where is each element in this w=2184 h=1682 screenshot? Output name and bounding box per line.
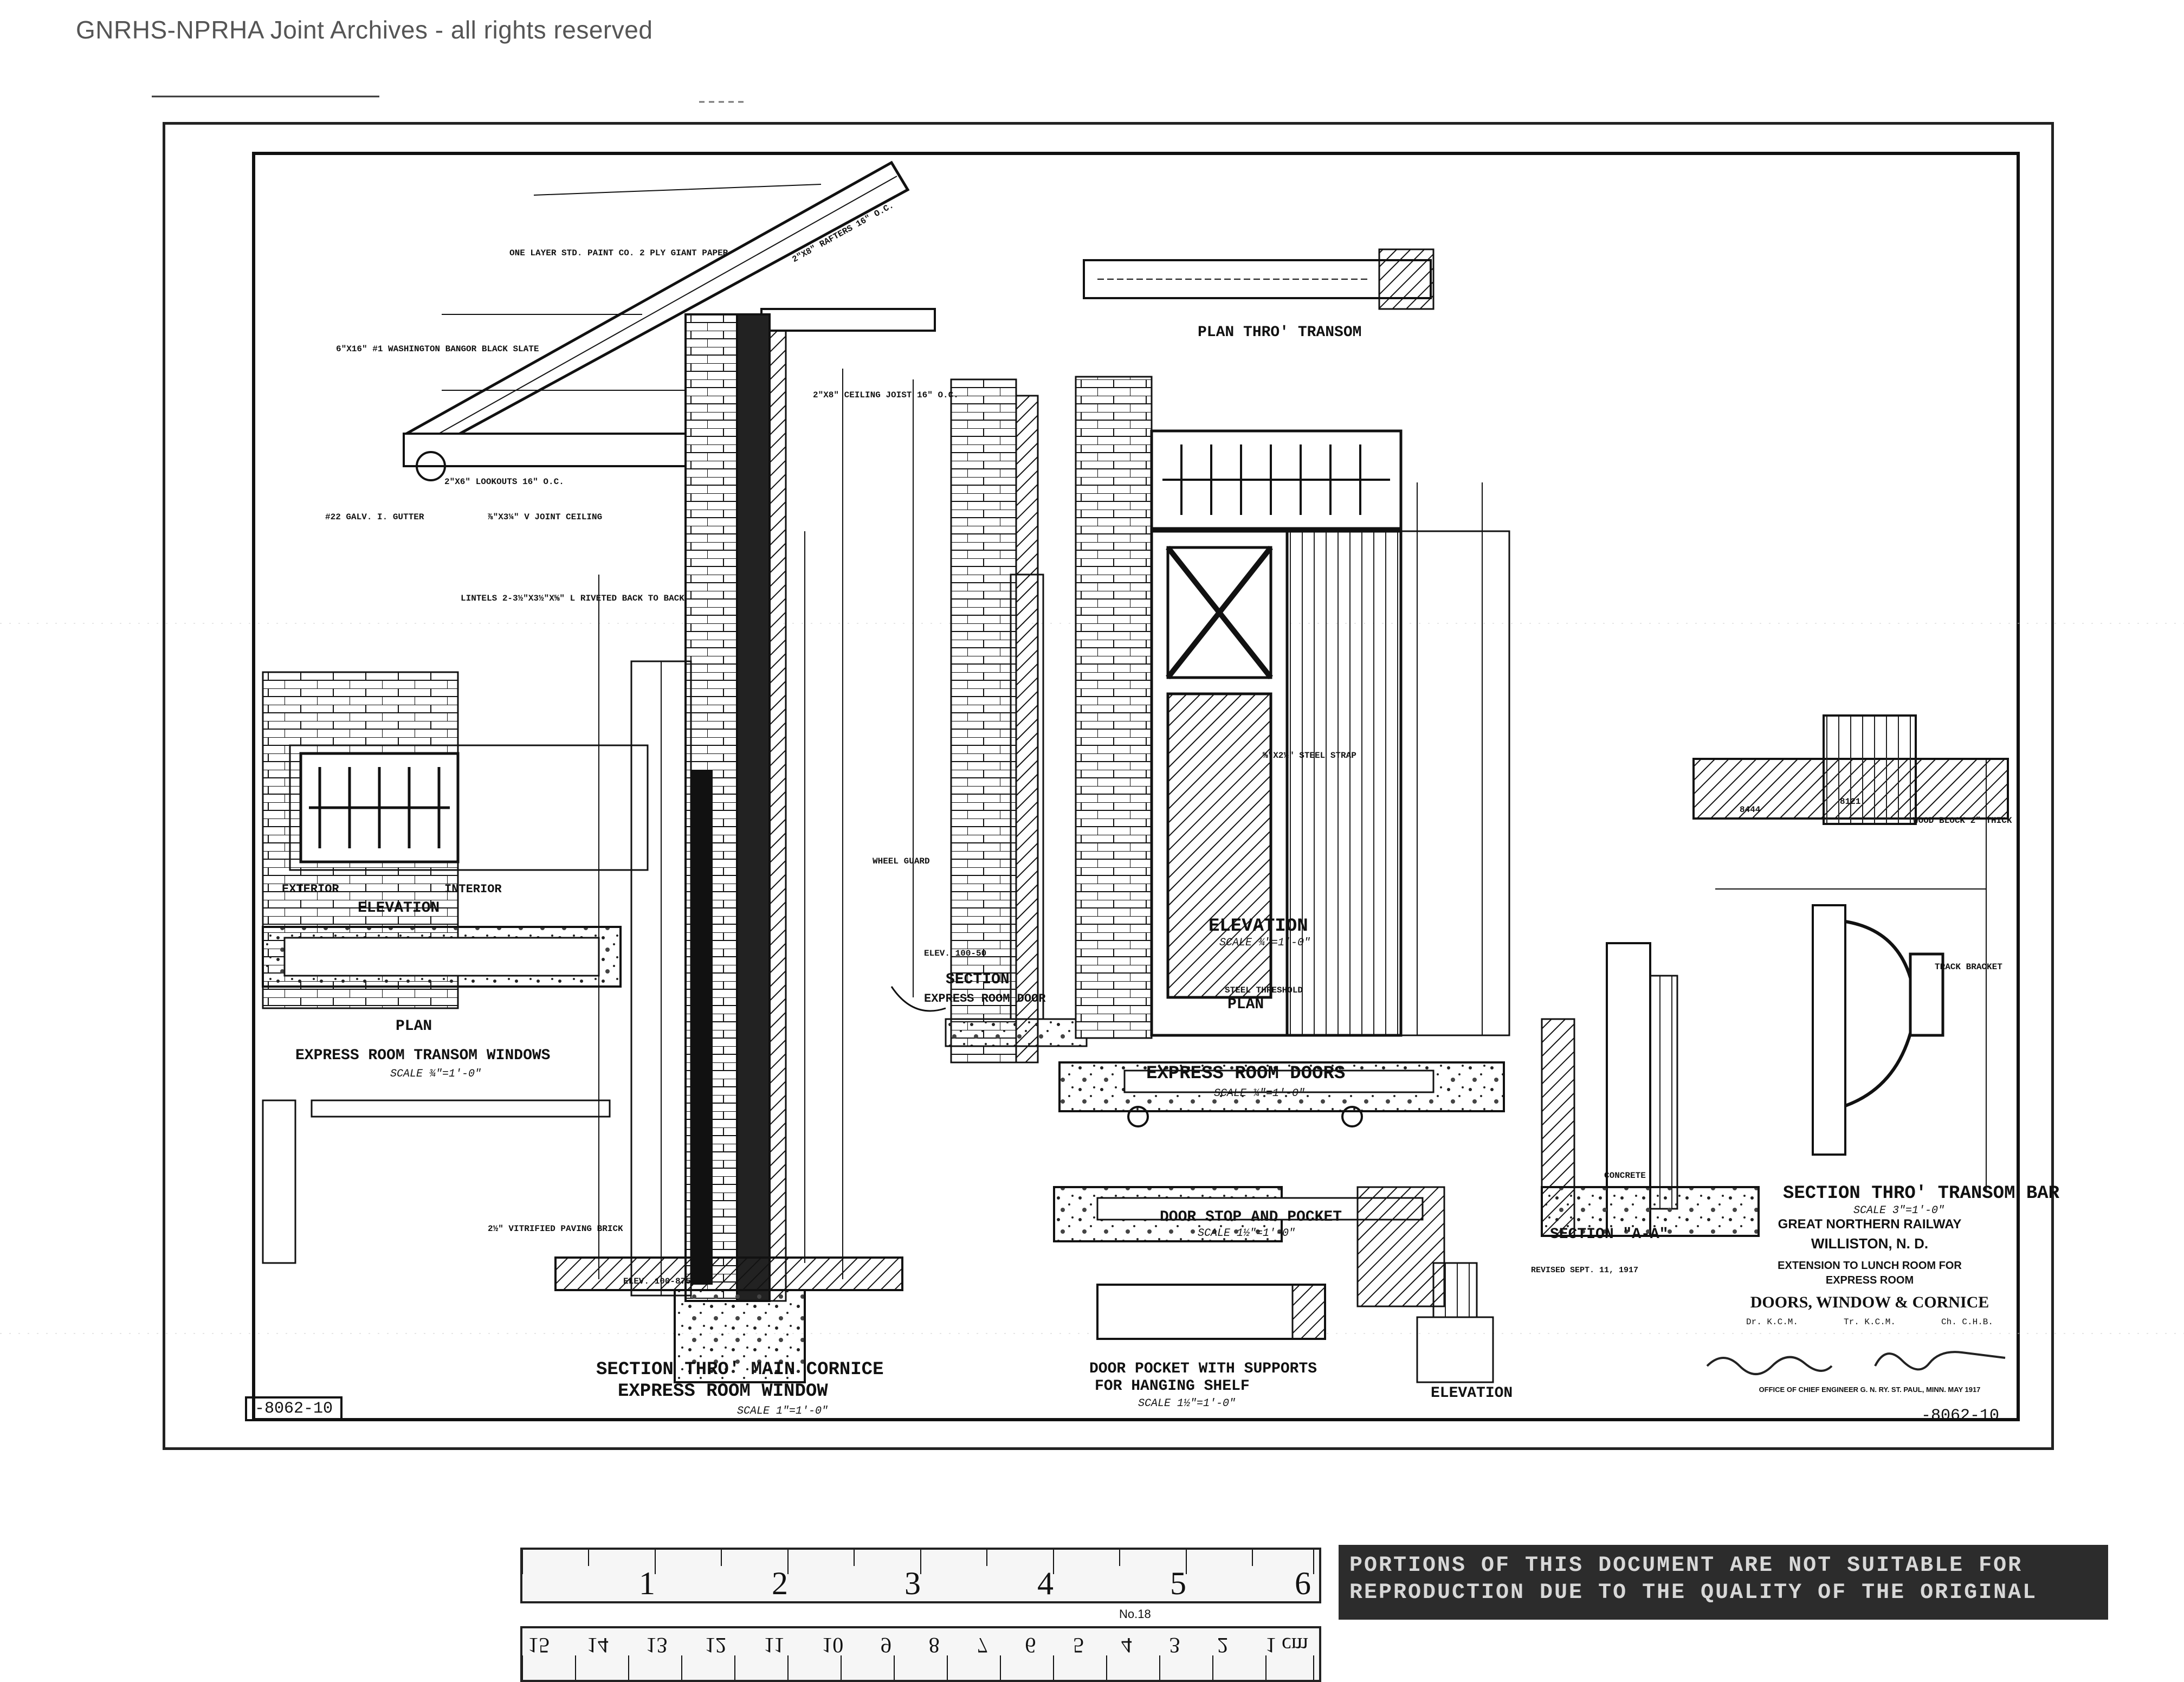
title-section-main-cornice: SECTION THRO' MAIN CORNICE [596,1359,884,1380]
title-express-room-transom-windows: EXPRESS ROOM TRANSOM WINDOWS [295,1047,551,1064]
title-section-a-a: SECTION "A-A" [1550,1226,1669,1243]
title-block-railway: GREAT NORTHERN RAILWAY [1778,1217,1962,1232]
archive-watermark: GNRHS-NPRHA Joint Archives - all rights … [76,16,653,44]
note-wood-block: WOOD BLOCK 2" THICK [1913,816,2012,826]
inch-3: 3 [904,1565,921,1601]
inch-4: 4 [1037,1565,1054,1601]
scale-section-transom-bar: SCALE 3"=1'-0" [1853,1204,1945,1217]
title-section-express-door-sub: EXPRESS ROOM DOOR [924,992,1046,1006]
scale-transom-windows: SCALE ¾"=1'-0" [390,1068,482,1080]
title-door-stop-pocket: DOOR STOP AND POCKET [1160,1209,1342,1226]
inch-6: 6 [1295,1565,1311,1601]
title-section-transom-bar: SECTION THRO' TRANSOM BAR [1783,1183,2060,1204]
ruler-maker-number: No.18 [1119,1607,1151,1621]
cm-mark-14: 14 [586,1633,609,1658]
cm-mark-10: 10 [822,1633,844,1658]
cm-mark-6: 6 [1025,1633,1036,1658]
cm-mark-12: 12 [705,1633,727,1658]
drawing-frame [252,152,2020,1421]
cm-mark-4: 4 [1121,1633,1132,1658]
title-block-drawn: Dr. K.C.M. [1746,1317,1798,1327]
drawing-number-right: -8062-10 [1921,1407,2000,1425]
title-door-pocket-shelf: DOOR POCKET WITH SUPPORTS [1089,1361,1317,1377]
ruler-centimeters: 1 cm 2 3 4 5 6 7 8 9 10 11 12 13 14 15 [520,1626,1321,1682]
title-block-project-1: EXTENSION TO LUNCH ROOM FOR [1778,1260,1962,1272]
title-door-pocket-shelf-2: FOR HANGING SHELF [1095,1378,1250,1395]
cm-mark-8: 8 [928,1633,940,1658]
title-plan-windows: PLAN [396,1018,432,1035]
main-cornice-section [403,160,936,1383]
title-plan-thro-transom: PLAN THRO' TRANSOM [1198,324,1362,341]
signature-marks [1706,1351,2006,1375]
door-stop-and-pocket [1053,1186,1494,1383]
note-ceiling-joist: 2"x8" CEILING JOIST 16" O.C. [813,390,959,400]
title-express-room-window: EXPRESS ROOM WINDOW [618,1381,828,1402]
note-v-joint: ⅞"x3¼" V JOINT CEILING [488,512,603,522]
title-block-checked: Ch. C.H.B. [1941,1317,1993,1327]
title-elevation-small: ELEVATION [1431,1385,1513,1402]
title-elevation-door: ELEVATION [1209,916,1308,937]
note-lookouts: 2"x6" LOOKOUTS 16" O.C. [444,477,564,487]
note-steel-strap: ⅝"x2½" STEEL STRAP [1263,751,1356,761]
title-block-sheet-title: DOORS, WINDOW & CORNICE [1750,1293,1989,1311]
note-bar-8121: 8121 [1840,797,1861,807]
title-block-location: WILLISTON, N. D. [1811,1235,1929,1252]
cm-mark-7: 7 [977,1633,988,1658]
note-steel-threshold: STEEL THRESHOLD [1225,985,1303,995]
scale-express-room-doors: SCALE ¾"=1'-0" [1214,1087,1306,1100]
note-roof-slate: 6"x16" #1 WASHINGTON BANGOR BLACK SLATE [336,344,539,354]
cm-mark-2: 2 [1217,1633,1229,1658]
cm-mark-3: 3 [1169,1633,1180,1658]
sheet-border [163,122,2054,1450]
drawing-number-left: -8062-10 [245,1396,343,1421]
cm-mark-9: 9 [881,1633,892,1658]
note-elev-2: ELEV. 100-875 [623,1277,691,1286]
note-vitrified-brick: 2½" VITRIFIED PAVING BRICK [488,1224,623,1234]
note-elev-1: ELEV. 100-50 [924,949,987,958]
title-plan-door: PLAN [1227,996,1264,1013]
inch-5: 5 [1170,1565,1186,1601]
title-section-express-door: SECTION [946,971,1010,988]
inch-1: 1 [639,1565,655,1601]
note-wheel-guard: WHEEL GUARD [873,856,930,866]
cm-mark-15: 15 [528,1633,550,1658]
cm-mark-13: 13 [645,1633,668,1658]
title-block-traced: Tr. K.C.M. [1843,1317,1896,1327]
transom-windows [262,671,649,1264]
cm-mark-11: 11 [764,1633,785,1658]
inch-2: 2 [772,1565,788,1601]
title-block-revision: REVISED SEPT. 11, 1917 [1531,1266,1639,1275]
note-roof-paper: ONE LAYER STD. PAINT CO. 2 PLY GIANT PAP… [509,248,728,258]
title-block-office: OFFICE OF CHIEF ENGINEER G. N. RY. ST. P… [1759,1385,1981,1394]
express-door-elevation [1058,376,1510,1127]
label-exterior: EXTERIOR [282,882,339,896]
note-bar-8444: 8444 [1740,805,1761,815]
architectural-drawing [262,160,2009,1383]
scale-elevation-door: SCALE ¾"=1'-0" [1219,937,1311,949]
cm-mark-5: 5 [1073,1633,1084,1658]
plan-thro-transom [1083,248,1435,310]
scale-cornice: SCALE 1"=1'-0" [737,1405,829,1417]
reproduction-notice: PORTIONS OF THIS DOCUMENT ARE NOT SUITAB… [1339,1545,2108,1620]
section-a-a [1541,942,1760,1237]
express-door-section [890,378,1088,1064]
section-transom-bar [1692,714,2009,1193]
note-track-bracket: TRACK BRACKET [1935,962,2002,972]
title-express-room-doors: EXPRESS ROOM DOORS [1146,1064,1346,1084]
title-block: GREAT NORTHERN RAILWAY WILLISTON, N. D. … [1723,1217,2016,1327]
note-gutter: #22 GALV. I. GUTTER [325,512,424,522]
ruler-inches: 1 2 3 4 5 6 [520,1548,1321,1603]
title-elevation-windows: ELEVATION [358,900,440,917]
note-concrete: CONCRETE [1604,1171,1646,1181]
scale-door-stop: SCALE 1½"=1'-0" [1198,1227,1296,1240]
cm-mark-1: 1 cm [1265,1633,1308,1658]
scale-door-pocket: SCALE 1½"=1'-0" [1138,1397,1236,1410]
title-block-project-2: EXPRESS ROOM [1825,1274,1914,1286]
label-interior: INTERIOR [444,882,502,896]
note-lintels: LINTELS 2-3½"x3½"x⅝" L RIVETED BACK TO B… [461,594,684,603]
